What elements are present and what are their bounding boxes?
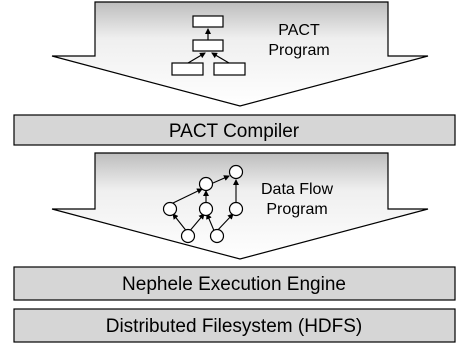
- pact-program-label-line2: Program: [268, 42, 329, 59]
- data-flow-program-arrow: Data Flow Program: [51, 152, 429, 260]
- data-flow-program-label-line1: Data Flow: [261, 181, 333, 198]
- pact-program-arrow: PACT Program: [51, 1, 429, 107]
- distributed-filesystem-layer: Distributed Filesystem (HDFS): [13, 308, 456, 343]
- nephele-execution-engine-box: [13, 266, 456, 301]
- nephele-execution-engine-layer: Nephele Execution Engine: [13, 266, 456, 301]
- pact-program-arrow-shape: [51, 1, 429, 107]
- distributed-filesystem-label: Distributed Filesystem (HDFS): [106, 316, 363, 337]
- pact-plan-icon: [171, 15, 246, 76]
- pact-program-label-line1: PACT: [278, 22, 320, 39]
- nephele-execution-engine-label: Nephele Execution Engine: [122, 274, 346, 295]
- distributed-filesystem-box: [13, 308, 456, 343]
- data-flow-program-label-line2: Program: [266, 201, 327, 218]
- pact-compiler-layer: PACT Compiler: [13, 114, 456, 146]
- pact-compiler-box: [13, 114, 456, 146]
- pact-compiler-label: PACT Compiler: [169, 121, 300, 142]
- data-flow-graph-icon: [162, 164, 244, 244]
